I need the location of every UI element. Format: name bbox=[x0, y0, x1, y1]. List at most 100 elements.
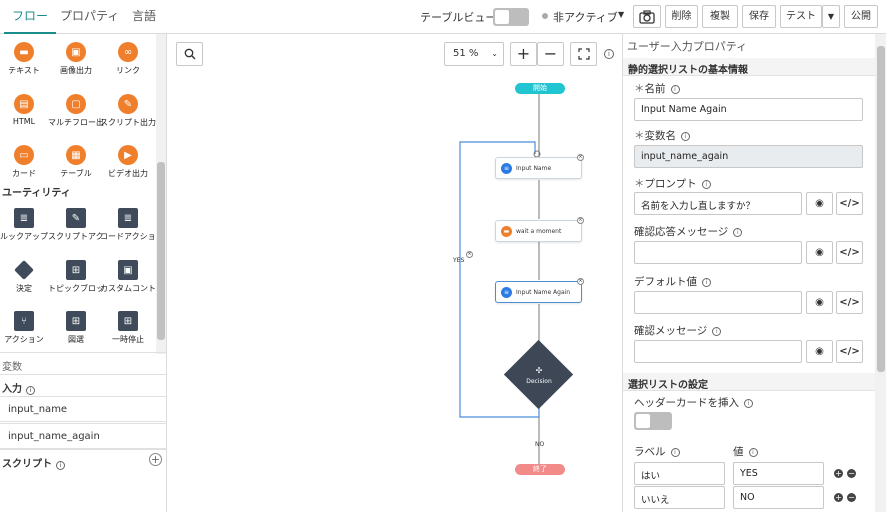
flow-node-wait[interactable]: ▬ wait a moment × bbox=[495, 217, 584, 242]
start-node[interactable]: 開始 bbox=[515, 83, 565, 94]
remove-row-icon[interactable]: − bbox=[847, 493, 856, 502]
end-node[interactable]: 終了 bbox=[515, 464, 565, 475]
tool-action[interactable]: ⑂アクション bbox=[0, 311, 52, 345]
confirm-message-input[interactable] bbox=[634, 340, 802, 363]
option-label-input[interactable]: はい bbox=[634, 462, 725, 485]
table-view-toggle[interactable] bbox=[493, 8, 529, 26]
test-dropdown-button[interactable]: ▼ bbox=[822, 5, 840, 28]
variable-item[interactable]: input_name bbox=[0, 396, 166, 422]
header-card-toggle[interactable] bbox=[634, 412, 672, 430]
prompt-input[interactable]: 名前を入力し直しますか？ bbox=[634, 192, 802, 215]
tool-label: 図選 bbox=[68, 335, 84, 344]
tool-decision[interactable]: 決定 bbox=[0, 260, 52, 294]
tab-language[interactable]: 言語 bbox=[132, 9, 157, 23]
add-script-icon[interactable]: + bbox=[149, 453, 162, 466]
tool-lookup[interactable]: ≣ルックアップ bbox=[0, 208, 52, 242]
info-icon: i bbox=[744, 398, 753, 408]
text-icon: ▬ bbox=[501, 225, 512, 237]
tool-image[interactable]: ▣画像出力 bbox=[48, 42, 104, 76]
delete-button[interactable]: 削除 bbox=[665, 5, 698, 28]
info-icon: i bbox=[670, 84, 680, 94]
caret-down-icon[interactable]: ▼ bbox=[618, 10, 625, 19]
multiflow-icon: ▢ bbox=[66, 94, 86, 114]
tool-link[interactable]: ∞リンク bbox=[100, 42, 156, 76]
yes-branch-close-icon[interactable]: × bbox=[466, 251, 473, 258]
publish-button[interactable]: 公開 bbox=[844, 5, 878, 28]
info-icon: i bbox=[748, 447, 758, 457]
confirm-message-code-button[interactable]: </> bbox=[836, 340, 863, 363]
fit-screen-button[interactable] bbox=[570, 42, 597, 66]
confirm-response-code-button[interactable]: </> bbox=[836, 241, 863, 264]
tool-label: リンク bbox=[116, 66, 140, 75]
duplicate-button[interactable]: 複製 bbox=[702, 5, 738, 28]
option-value-input[interactable]: NO bbox=[733, 486, 824, 509]
left-scrollbar[interactable] bbox=[156, 34, 166, 354]
tab-properties[interactable]: プロパティ bbox=[60, 9, 120, 23]
prompt-label-text: プロンプト bbox=[644, 178, 697, 190]
tab-flow[interactable]: フロー bbox=[4, 0, 57, 34]
confirm-response-input[interactable] bbox=[634, 241, 802, 264]
tool-html[interactable]: ▤HTML bbox=[0, 94, 52, 126]
info-icon: i bbox=[26, 386, 35, 395]
option-value-input[interactable]: YES bbox=[733, 462, 824, 485]
video-icon: ▶ bbox=[118, 145, 138, 165]
default-value-label-text: デフォルト値 bbox=[634, 276, 697, 288]
panel-title: ユーザー入力プロパティ bbox=[627, 40, 748, 53]
caret-down-icon: ▼ bbox=[827, 12, 835, 21]
info-icon[interactable]: i bbox=[604, 49, 614, 59]
confirm-message-media-button[interactable]: ◉ bbox=[806, 340, 833, 363]
close-icon[interactable]: × bbox=[577, 217, 584, 224]
tool-video[interactable]: ▶ビデオ出力 bbox=[100, 145, 156, 179]
tool-grid[interactable]: ⊞図選 bbox=[48, 311, 104, 345]
status-dropdown[interactable]: 非アクティブ bbox=[553, 11, 618, 24]
tool-code-action[interactable]: ≣コードアクション bbox=[100, 208, 156, 242]
left-scrollbar-thumb[interactable] bbox=[157, 162, 165, 340]
prompt-media-button[interactable]: ◉ bbox=[806, 192, 833, 215]
save-button[interactable]: 保存 bbox=[742, 5, 776, 28]
node-label: Input Name bbox=[516, 164, 552, 172]
flow-node-input-name[interactable]: ≡ Input Name × bbox=[495, 154, 584, 179]
tool-table[interactable]: ▦テーブル bbox=[48, 145, 104, 179]
tool-card[interactable]: ▭カード bbox=[0, 145, 52, 179]
zoom-in-button[interactable]: + bbox=[510, 42, 537, 66]
add-row-icon[interactable]: + bbox=[834, 469, 843, 478]
decision-icon: ✣ bbox=[535, 366, 543, 375]
default-value-code-button[interactable]: </> bbox=[836, 291, 863, 314]
basic-info-section: 静的選択リストの基本情報 bbox=[623, 58, 875, 76]
variable-item[interactable]: input_name_again bbox=[0, 423, 166, 449]
default-value-media-button[interactable]: ◉ bbox=[806, 291, 833, 314]
flow-node-input-name-again[interactable]: ≡ Input Name Again × bbox=[495, 278, 584, 303]
screenshot-button[interactable] bbox=[633, 5, 661, 28]
prompt-code-button[interactable]: </> bbox=[836, 192, 863, 215]
remove-row-icon[interactable]: − bbox=[847, 469, 856, 478]
tool-text[interactable]: ▬テキスト bbox=[0, 42, 52, 76]
close-icon[interactable]: × bbox=[577, 278, 584, 285]
search-button[interactable] bbox=[176, 42, 203, 66]
zoom-value: 51 % bbox=[453, 48, 479, 59]
tool-script-output[interactable]: ✎スクリプト出力 bbox=[100, 94, 156, 128]
close-icon[interactable]: × bbox=[577, 154, 584, 161]
confirm-response-label-text: 確認応答メッセージ bbox=[634, 226, 729, 238]
tool-script-action[interactable]: ✎スクリプトアクション bbox=[48, 208, 104, 242]
zoom-out-button[interactable]: − bbox=[537, 42, 564, 66]
tool-pause[interactable]: ⊞一時停止 bbox=[100, 311, 156, 345]
test-button[interactable]: テスト bbox=[780, 5, 822, 28]
option-label-input[interactable]: いいえ bbox=[634, 486, 725, 509]
search-icon bbox=[184, 48, 195, 60]
name-input[interactable]: Input Name Again bbox=[634, 98, 863, 121]
flow-canvas[interactable]: 51 %⌄ + − i 開始 ≡ Input Name × ▬ wait a m… bbox=[167, 34, 622, 512]
tool-custom-control[interactable]: ▣カスタムコントロール bbox=[100, 260, 156, 294]
confirm-response-media-button[interactable]: ◉ bbox=[806, 241, 833, 264]
code-icon: </> bbox=[839, 297, 860, 308]
right-scrollbar-thumb[interactable] bbox=[877, 46, 885, 372]
tool-multiflow[interactable]: ▢マルチフロー出力 bbox=[48, 94, 104, 128]
html-icon: ▤ bbox=[14, 94, 34, 114]
tool-topic-block[interactable]: ⊞トピックブロック bbox=[48, 260, 104, 294]
tool-label: テーブル bbox=[60, 169, 92, 178]
default-value-input[interactable] bbox=[634, 291, 802, 314]
right-scrollbar[interactable] bbox=[875, 34, 886, 512]
add-row-icon[interactable]: + bbox=[834, 493, 843, 502]
zoom-select[interactable]: 51 %⌄ bbox=[444, 42, 504, 66]
